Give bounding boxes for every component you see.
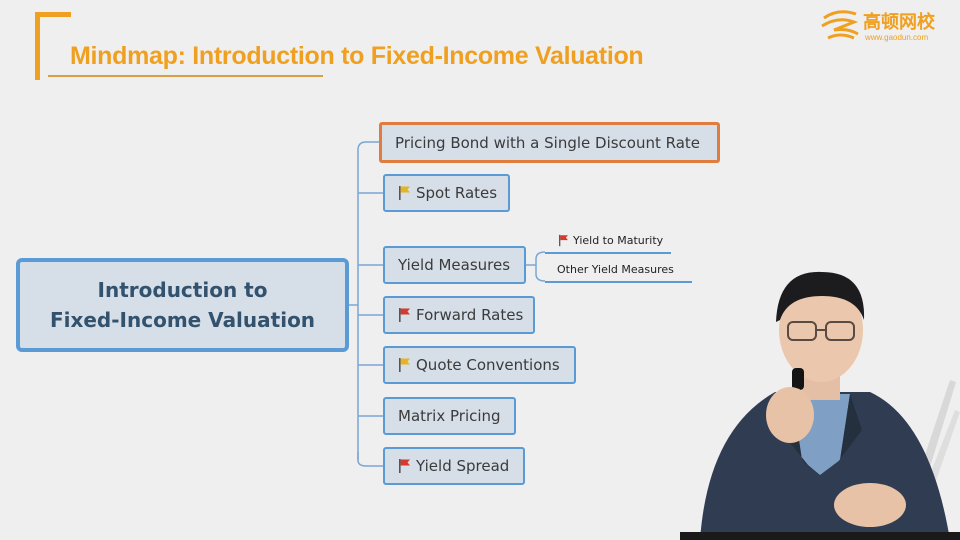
node-yield-spread[interactable]: Yield Spread	[383, 447, 525, 485]
red-flag-icon	[399, 308, 410, 322]
node-spot-rates[interactable]: Spot Rates	[383, 174, 510, 212]
node-label: Spot Rates	[416, 184, 498, 202]
node-label: Pricing Bond with a Single Discount Rate	[395, 133, 701, 152]
node-quote-conventions[interactable]: Quote Conventions	[383, 346, 576, 384]
subtopic-label: Other Yield Measures	[557, 262, 674, 276]
gaodun-logo-icon	[821, 10, 859, 40]
node-label: Yield Measures	[398, 256, 511, 274]
central-topic-line2: Fixed-Income Valuation	[49, 308, 316, 332]
logo-url: www.gaodun.com	[865, 33, 929, 42]
title-bracket-decoration	[35, 12, 71, 80]
presenter-video-overlay	[680, 271, 960, 540]
subtopic-yield-to-maturity[interactable]: Yield to Maturity	[545, 232, 671, 254]
gaodun-logo: 高顿网校 www.gaodun.com	[820, 6, 950, 46]
node-label: Matrix Pricing	[398, 407, 501, 425]
red-flag-icon	[559, 234, 568, 246]
central-topic-line1: Introduction to	[97, 278, 268, 302]
page-title: Mindmap: Introduction to Fixed-Income Va…	[70, 42, 644, 70]
yellow-flag-icon	[399, 186, 410, 200]
node-label: Forward Rates	[416, 306, 524, 324]
red-flag-icon	[399, 459, 410, 473]
yellow-flag-icon	[399, 358, 410, 372]
node-pricing-bond[interactable]: Pricing Bond with a Single Discount Rate	[379, 122, 720, 163]
node-label: Quote Conventions	[416, 356, 560, 374]
node-matrix-pricing[interactable]: Matrix Pricing	[383, 397, 516, 435]
node-yield-measures[interactable]: Yield Measures	[383, 246, 526, 284]
logo-name: 高顿网校	[863, 12, 935, 33]
node-forward-rates[interactable]: Forward Rates	[383, 296, 535, 334]
central-topic[interactable]: Introduction to Fixed-Income Valuation	[16, 258, 349, 352]
title-underline	[48, 75, 323, 77]
node-label: Yield Spread	[416, 457, 510, 475]
subtopic-label: Yield to Maturity	[573, 233, 664, 247]
subtopic-other-yield-measures[interactable]: Other Yield Measures	[545, 261, 692, 283]
